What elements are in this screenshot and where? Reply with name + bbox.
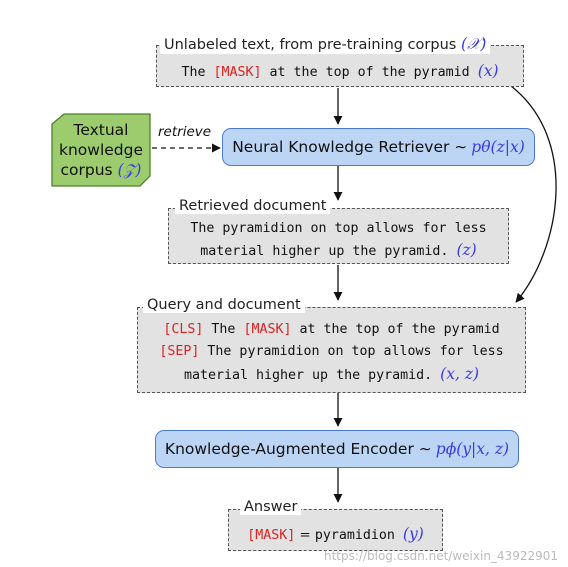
corpus-math: (𝒵) (117, 161, 142, 179)
retrieve-edge-label: retrieve (158, 124, 212, 140)
input-text-segment: at the top of the pyramid (261, 65, 478, 80)
query-text-segment: The (203, 322, 244, 337)
input-label-math: (𝒳) (460, 35, 487, 53)
neural-knowledge-retriever: Neural Knowledge Retriever ∼ pθ(z|x) (222, 128, 535, 166)
query-line-1-text: [CLS] The [MASK] at the top of the pyram… (163, 322, 499, 337)
query-line-3: material higher up the pyramid. (x, z) (138, 365, 525, 383)
corpus-word: corpus (60, 161, 113, 179)
encoder-math: pϕ(y|x, z) (435, 440, 510, 458)
retrieved-line-1: The pyramidion on top allows for less (190, 221, 487, 236)
knowledge-augmented-encoder: Knowledge-Augmented Encoder ∼ pϕ(y|x, z) (155, 430, 519, 468)
watermark-text: https://blog.csdn.net/weixin_43922901 (323, 549, 558, 563)
query-special-token: [CLS] (163, 322, 204, 337)
corpus-line-3: corpus (𝒵) (61, 160, 142, 180)
knowledge-corpus: Textual knowledge corpus (𝒵) (52, 114, 150, 186)
query-document-label: Query and document (143, 297, 305, 313)
corpus-line-2: knowledge (58, 141, 144, 159)
corpus-line-1: Textual (73, 121, 129, 139)
query-math: (x, z) (440, 365, 480, 383)
retrieved-math: (z) (456, 241, 477, 259)
query-line-3-text: material higher up the pyramid. (183, 368, 441, 383)
arrow-input-to-query-curve (510, 85, 557, 303)
query-document-box: [CLS] The [MASK] at the top of the pyram… (137, 307, 526, 393)
answer-value: pyramidion (314, 528, 403, 543)
input-text-segment: The (181, 65, 214, 80)
encoder-text: Knowledge-Augmented Encoder ∼ (164, 440, 432, 458)
retriever-math: pθ(z|x) (471, 138, 525, 156)
input-text-label: Unlabeled text, from pre-training corpus… (160, 35, 491, 54)
query-line-2-text: [SEP] The pyramidion on top allows for l… (159, 344, 503, 359)
knowledge-corpus-shape (51, 113, 151, 187)
input-special-token: [MASK] (213, 65, 262, 80)
input-sentence: The [MASK] at the top of the pyramid (181, 65, 477, 80)
input-math: (x) (477, 62, 499, 80)
query-special-token: [MASK] (243, 322, 292, 337)
query-text-segment: at the top of the pyramid (291, 322, 500, 337)
answer-line: [MASK] = pyramidion (y) (229, 525, 442, 543)
answer-equals: = (295, 528, 315, 543)
query-line-1: [CLS] The [MASK] at the top of the pyram… (138, 322, 525, 337)
retrieved-document-box: The pyramidion on top allows for less ma… (168, 208, 509, 264)
retrieved-line-2-text: material higher up the pyramid. (200, 244, 457, 259)
input-label-text: Unlabeled text, from pre-training corpus (164, 37, 457, 53)
retriever-text: Neural Knowledge Retriever ∼ (232, 138, 468, 156)
query-special-token: [SEP] (159, 344, 200, 359)
answer-mask-token: [MASK] (247, 528, 296, 543)
answer-math: (y) (402, 525, 424, 543)
input-text-line: The [MASK] at the top of the pyramid (x) (157, 62, 523, 80)
retrieved-document-label: Retrieved document (175, 198, 331, 214)
answer-box: [MASK] = pyramidion (y) (228, 509, 443, 551)
query-line-2: [SEP] The pyramidion on top allows for l… (138, 344, 525, 359)
retrieved-line-2: material higher up the pyramid. (z) (169, 241, 508, 259)
answer-label: Answer (240, 499, 302, 515)
query-text-segment: The pyramidion on top allows for less (199, 344, 504, 359)
